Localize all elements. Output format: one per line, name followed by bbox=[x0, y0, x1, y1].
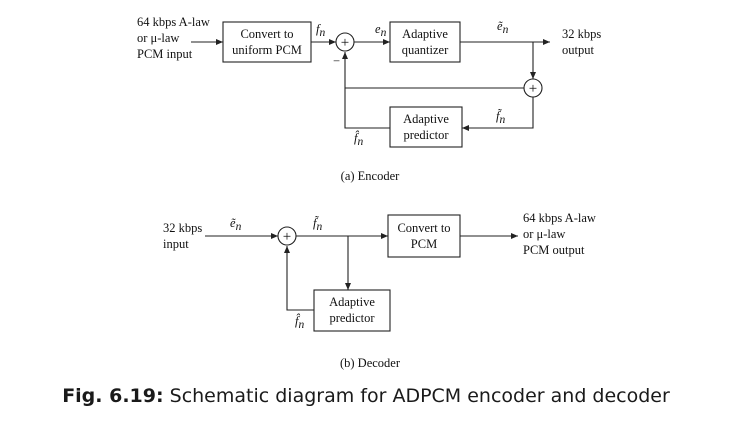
encoder-input-line3: PCM input bbox=[137, 47, 193, 61]
decoder-output-line2: or μ-law bbox=[523, 227, 565, 241]
encoder-output-line2: output bbox=[562, 43, 594, 57]
decoder-output-line3: PCM output bbox=[523, 243, 585, 257]
convert-pcm-line1: Convert to bbox=[397, 221, 450, 235]
decoder-adaptive-predictor-box bbox=[313, 289, 391, 332]
encoder-predictor-line1: Adaptive bbox=[403, 112, 449, 126]
encoder-predictor-line2: predictor bbox=[403, 128, 449, 142]
encoder-en-tilde-label: ẽn bbox=[497, 19, 509, 36]
decoder-input-line1: 32 kbps bbox=[163, 221, 202, 235]
encoder-predictor-return bbox=[342, 52, 390, 129]
convert-uniform-line1: Convert to bbox=[240, 27, 293, 41]
encoder-fn-label: fn bbox=[316, 22, 325, 39]
encoder-input-line1: 64 kbps A-law bbox=[137, 15, 210, 29]
encoder-adaptive-predictor-box bbox=[389, 106, 463, 148]
quantizer-line1: Adaptive bbox=[402, 27, 448, 41]
convert-to-pcm-box bbox=[387, 214, 461, 258]
encoder-summer-plus: + bbox=[341, 35, 349, 51]
encoder-caption: (a) Encoder bbox=[341, 169, 400, 183]
decoder-predictor-line1: Adaptive bbox=[329, 295, 375, 309]
encoder-fn-hat-label: f̂n bbox=[354, 130, 363, 148]
encoder-fn-tilde-feedback bbox=[462, 97, 534, 131]
decoder-en-tilde-label: ẽn bbox=[230, 216, 242, 233]
decoder-diagram: 32 kbps input ẽn + f̃n Convert to PCM 64… bbox=[163, 211, 596, 370]
decoder-output-line1: 64 kbps A-law bbox=[523, 211, 596, 225]
decoder-predictor-return bbox=[284, 246, 314, 311]
encoder-output-line1: 32 kbps bbox=[562, 27, 601, 41]
decoder-input-line2: input bbox=[163, 237, 189, 251]
convert-uniform-line2: uniform PCM bbox=[232, 43, 302, 57]
decoder-caption: (b) Decoder bbox=[340, 356, 401, 370]
encoder-reconstruct-summer-plus: + bbox=[529, 81, 537, 97]
encoder-diagram: 64 kbps A-law or μ-law PCM input Convert… bbox=[137, 15, 601, 183]
decoder-fn-hat-label: f̂n bbox=[295, 313, 304, 331]
encoder-fn-tilde-label: f̃n bbox=[496, 108, 505, 126]
figure-caption: Fig. 6.19: Schematic diagram for ADPCM e… bbox=[62, 385, 670, 407]
figure-caption-text: Schematic diagram for ADPCM encoder and … bbox=[164, 385, 670, 407]
encoder-input-line2: or μ-law bbox=[137, 31, 179, 45]
decoder-summer-plus: + bbox=[283, 229, 291, 245]
quantizer-line2: quantizer bbox=[402, 43, 449, 57]
figure-caption-label: Fig. 6.19: bbox=[62, 385, 163, 407]
convert-pcm-line2: PCM bbox=[411, 237, 437, 251]
encoder-en-label: en bbox=[375, 22, 387, 39]
adaptive-quantizer-box bbox=[389, 21, 461, 63]
decoder-predictor-line2: predictor bbox=[329, 311, 375, 325]
decoder-fn-tilde-label: f̃n bbox=[313, 215, 322, 233]
encoder-minus-sign: − bbox=[333, 54, 340, 68]
